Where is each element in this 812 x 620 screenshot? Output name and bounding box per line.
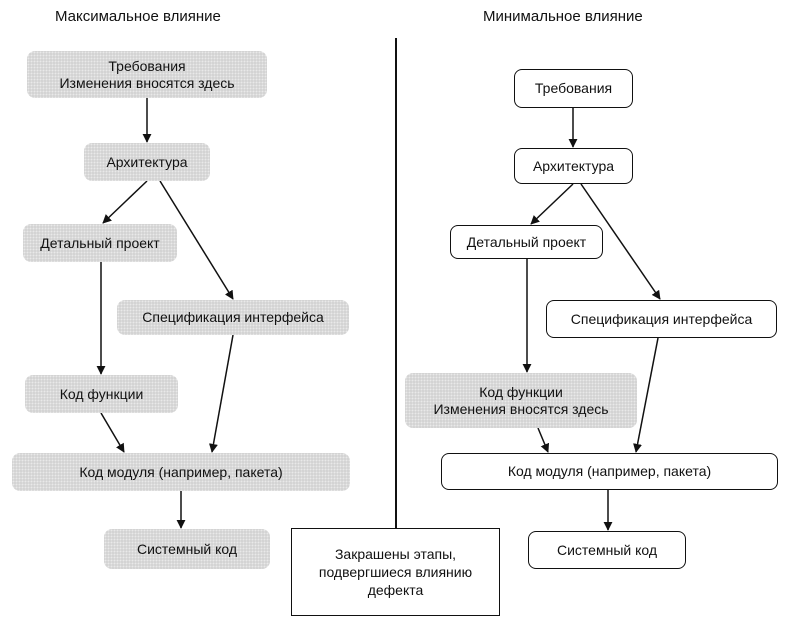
arrow-r-iface-module bbox=[633, 337, 659, 453]
arrow-l-arch-detail bbox=[102, 180, 148, 224]
left-architecture-node: Архитектура bbox=[84, 143, 210, 181]
arrow-r-arch-iface bbox=[580, 183, 661, 300]
left-module-code-node: Код модуля (например, пакета) bbox=[12, 453, 350, 491]
right-function-code-node: Код функции Изменения вносятся здесь bbox=[405, 373, 637, 428]
arrow-r-arch-detail bbox=[530, 183, 574, 225]
right-requirements-node: Требования bbox=[514, 69, 633, 108]
right-module-code-node: Код модуля (например, пакета) bbox=[441, 453, 778, 490]
left-requirements-label: Требования bbox=[108, 57, 186, 74]
heading-max-impact: Максимальное влияние bbox=[55, 8, 221, 25]
heading-min-impact: Минимальное влияние bbox=[483, 8, 643, 25]
right-architecture-node: Архитектура bbox=[514, 148, 633, 184]
left-system-code-node: Системный код bbox=[104, 529, 270, 569]
legend-line-1: Закрашены этапы, bbox=[334, 546, 457, 562]
right-interface-spec-node: Спецификация интерфейса bbox=[546, 300, 777, 338]
left-requirements-change-note: Изменения вносятся здесь bbox=[59, 74, 235, 91]
legend-line-2: подвергшиеся влиянию bbox=[318, 564, 473, 580]
legend-line-3: дефекта bbox=[367, 582, 424, 598]
left-detailed-design-node: Детальный проект bbox=[23, 224, 177, 262]
left-requirements-node: Требования Изменения вносятся здесь bbox=[27, 51, 267, 98]
left-interface-spec-node: Спецификация интерфейса bbox=[117, 300, 349, 335]
arrow-l-iface-module bbox=[209, 334, 234, 453]
arrow-l-func-module bbox=[100, 412, 125, 453]
arrow-r-func-module bbox=[537, 427, 550, 453]
legend-box: Закрашены этапы, подвергшиеся влиянию де… bbox=[291, 528, 500, 616]
right-detailed-design-node: Детальный проект bbox=[450, 225, 603, 259]
right-function-code-change-note: Изменения вносятся здесь bbox=[433, 400, 609, 417]
right-function-code-label: Код функции bbox=[479, 383, 563, 400]
right-system-code-node: Системный код bbox=[528, 531, 686, 569]
arrow-l-arch-iface bbox=[159, 180, 234, 300]
left-function-code-node: Код функции bbox=[25, 375, 178, 413]
